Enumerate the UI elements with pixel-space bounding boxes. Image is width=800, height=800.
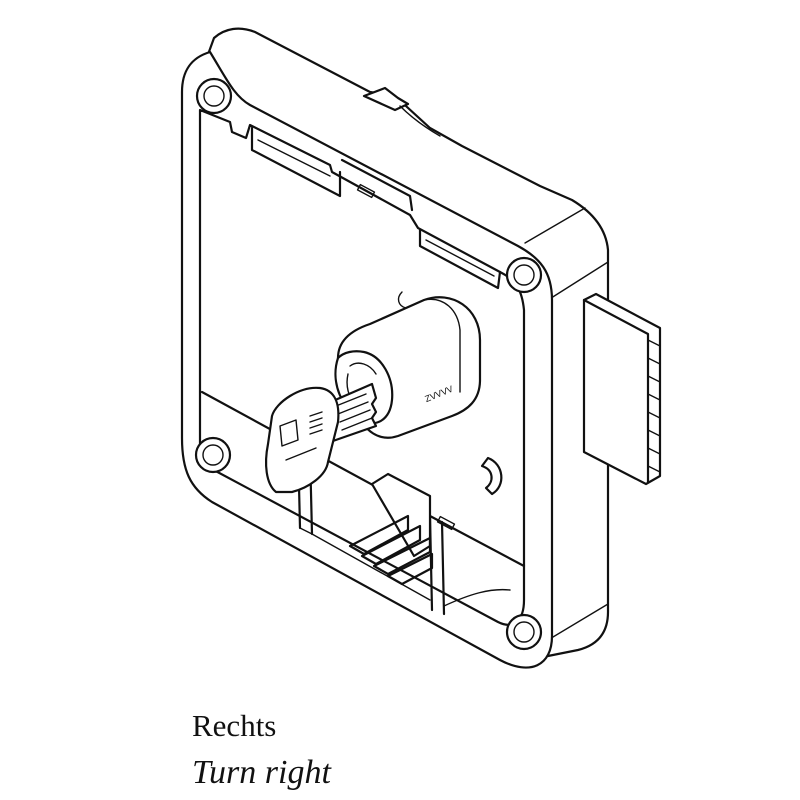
ratchet-comb <box>348 472 434 586</box>
key <box>265 382 378 494</box>
caption-english: Turn right <box>192 754 331 791</box>
mounting-hole-bottom-right <box>505 613 543 651</box>
lock-bolt <box>582 292 662 486</box>
mounting-holes <box>194 77 543 651</box>
mounting-hole-top-right <box>505 256 543 294</box>
lock-illustration: ZVVVV <box>180 27 662 669</box>
caption-german: Rechts <box>192 708 277 743</box>
hook-catch <box>480 456 503 496</box>
mounting-hole-bottom-left <box>194 436 232 474</box>
mounting-hole-top-left <box>195 77 233 115</box>
top-latch-tab <box>362 86 441 137</box>
